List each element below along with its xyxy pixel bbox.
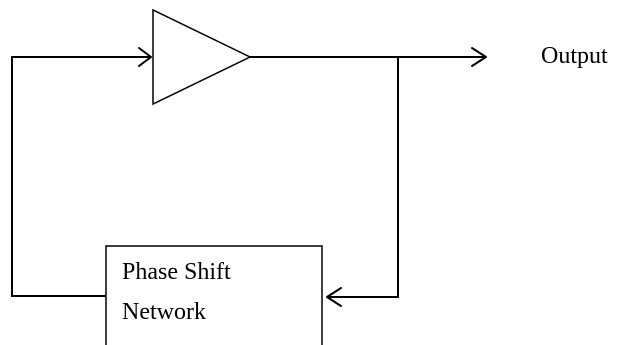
output-label: Output <box>541 43 608 69</box>
phase-shift-network-box <box>105 245 323 345</box>
network-block-label-line1: Phase Shift <box>122 259 231 285</box>
amplifier-input-arrowhead <box>138 47 152 67</box>
amplifier-triangle <box>152 8 252 106</box>
network-input-arrowhead <box>326 287 342 307</box>
output-arrowhead <box>471 47 487 67</box>
network-block-label-line2: Network <box>122 299 206 325</box>
